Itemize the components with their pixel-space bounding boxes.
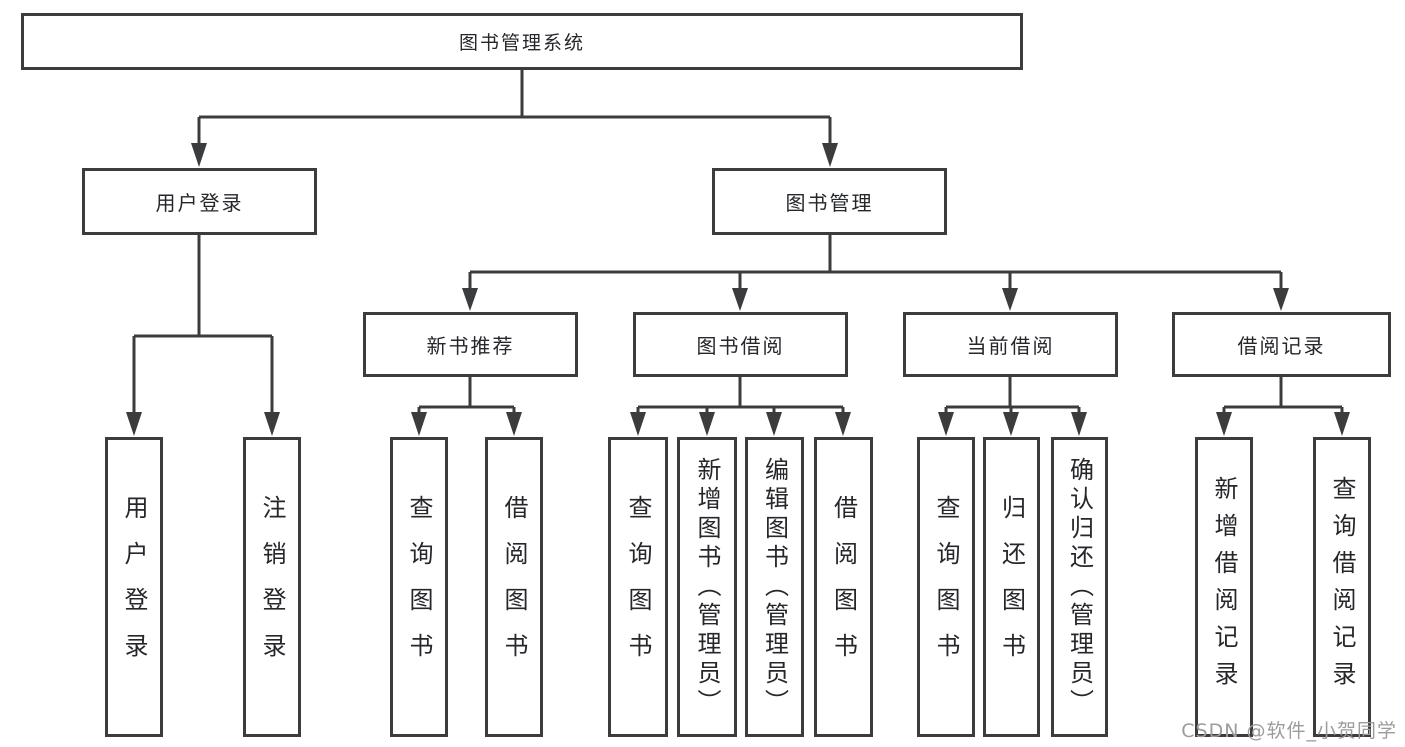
node-label: 借阅记录 <box>1237 334 1326 358</box>
node-library-management-system: 图书管理系统 <box>21 13 1023 70</box>
leaf-label: 归还图书 <box>997 495 1026 679</box>
leaf-query-books: 查询图书 <box>608 437 668 737</box>
leaf-edit-book-admin: 编辑图书（管理员） <box>745 437 804 737</box>
node-label: 用户登录 <box>155 191 244 215</box>
leaf-borrow-books: 借阅图书 <box>485 437 543 737</box>
leaf-label: 新增图书（管理员） <box>693 456 721 718</box>
leaf-label: 新增借阅记录 <box>1210 476 1238 698</box>
leaf-label: 编辑图书（管理员） <box>760 456 789 718</box>
leaf-label: 查询图书 <box>405 495 433 679</box>
leaf-label: 查询图书 <box>624 495 652 679</box>
leaf-user-login: 用户登录 <box>105 437 163 737</box>
node-label: 图书管理系统 <box>458 32 585 54</box>
leaf-label: 注销登录 <box>258 495 286 679</box>
node-label: 图书管理 <box>785 191 874 215</box>
leaf-label: 用户登录 <box>120 495 148 679</box>
leaf-query-borrow-record: 查询借阅记录 <box>1313 437 1371 737</box>
leaf-label: 借阅图书 <box>829 495 858 679</box>
leaf-label: 借阅图书 <box>500 495 528 679</box>
leaf-borrow-books: 借阅图书 <box>814 437 873 737</box>
node-book-management: 图书管理 <box>712 168 947 235</box>
node-label: 新书推荐 <box>426 334 515 358</box>
leaf-return-book: 归还图书 <box>983 437 1040 737</box>
leaf-logout: 注销登录 <box>243 437 301 737</box>
leaf-add-borrow-record: 新增借阅记录 <box>1195 437 1253 737</box>
node-label: 当前借阅 <box>966 334 1055 358</box>
leaf-label: 确认归还（管理员） <box>1065 456 1094 718</box>
leaf-label: 查询图书 <box>932 495 960 679</box>
node-label: 图书借阅 <box>696 334 785 358</box>
node-book-borrowing: 图书借阅 <box>633 312 848 377</box>
leaf-add-book-admin: 新增图书（管理员） <box>677 437 737 737</box>
watermark-text: CSDN @软件_小贺同学 <box>1181 720 1397 742</box>
leaf-confirm-return-admin: 确认归还（管理员） <box>1051 437 1108 737</box>
node-new-book-recommendation: 新书推荐 <box>363 312 578 377</box>
leaf-label: 查询借阅记录 <box>1328 476 1356 698</box>
leaf-query-books: 查询图书 <box>390 437 448 737</box>
leaf-query-books: 查询图书 <box>917 437 975 737</box>
node-current-borrowing: 当前借阅 <box>903 312 1118 377</box>
node-borrowing-records: 借阅记录 <box>1172 312 1391 377</box>
node-user-login: 用户登录 <box>82 168 317 235</box>
